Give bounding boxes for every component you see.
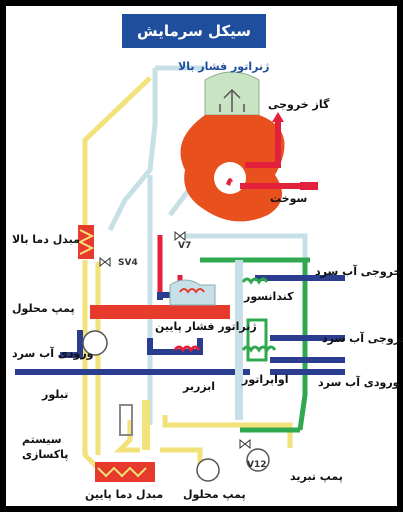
page-title: سیکل سرمایش xyxy=(122,14,266,48)
label-cold-water-inlet-right: ورودی آب سرد xyxy=(318,376,400,389)
label-cold-water-outlet-right: خروجی آب سرد xyxy=(322,332,403,345)
hx-high-body xyxy=(78,225,94,259)
exhaust-arrow-icon xyxy=(272,112,284,122)
label-condenser: کندانسور xyxy=(244,290,294,303)
light-line-v7 xyxy=(180,233,308,260)
light-line-left-diag xyxy=(107,68,158,232)
flame-icon xyxy=(226,178,234,186)
lp-gen-box xyxy=(90,305,230,319)
absorber-tube xyxy=(147,338,203,355)
lp-gen-coil xyxy=(179,288,205,294)
label-high-temp-exchanger: مبدل دما بالا xyxy=(12,233,80,246)
yellow-line-purge xyxy=(113,420,140,453)
valve-sv4-icon xyxy=(99,256,111,268)
condenser-coil xyxy=(241,277,269,285)
label-exhaust-gas: گاز خروجی xyxy=(268,98,330,111)
pumps xyxy=(82,330,270,482)
yellow-line-upper xyxy=(82,76,152,225)
exhaust-pipe xyxy=(245,118,281,168)
label-crystallizer: تبلور xyxy=(42,388,69,401)
refrigerant-pump-icon xyxy=(246,448,270,472)
label-refrigerant-pump: پمپ تبرید xyxy=(290,470,343,483)
label-fuel: سوخت xyxy=(270,192,308,205)
high-temp-exchanger xyxy=(77,225,95,259)
absorber-coil xyxy=(173,345,201,353)
label-absorber: ابزربر xyxy=(183,380,216,393)
cold-in-left-pipe xyxy=(60,330,83,358)
purge-system xyxy=(119,400,150,450)
evap-pipe xyxy=(246,318,268,362)
purge-line xyxy=(142,400,150,450)
solution-pump-top-icon xyxy=(82,330,108,356)
partition-line xyxy=(235,260,243,420)
yellow-line-bottom xyxy=(162,415,293,448)
label-lp-generator: ژنراتور فشار پایین xyxy=(155,320,257,333)
label-hp-generator: ژنراتور فشار بالا xyxy=(178,60,270,73)
label-valve-v7: V7 xyxy=(178,241,192,251)
dome-arrows xyxy=(219,88,245,112)
label-cold-water-outlet-top: خروجی آب سرد xyxy=(315,265,402,278)
yellow-line-pump xyxy=(160,447,203,465)
lp-gen-dome xyxy=(169,279,216,306)
lp-generator-tank xyxy=(90,279,230,319)
valves xyxy=(99,230,251,450)
label-low-temp-exchanger: مبدل دما پایین xyxy=(85,488,164,501)
label-solution-pump-bottom: پمپ محلول xyxy=(183,488,246,501)
valve-v12-icon xyxy=(239,438,251,450)
label-evaporator: اواپراتور xyxy=(242,373,289,386)
label-cold-water-inlet-left: ورودی آب سرد xyxy=(12,347,94,360)
blue-pipes xyxy=(15,275,345,375)
label-purge-system-1: سیستم xyxy=(22,433,62,446)
light-lines xyxy=(107,65,308,425)
label-valve-sv4: SV4 xyxy=(118,258,138,268)
condenser-evaporator xyxy=(173,260,277,420)
solution-pump-bottom-icon xyxy=(196,458,220,482)
hx-low-zigzag xyxy=(97,466,147,478)
label-purge-system-2: پاکسازی xyxy=(22,448,69,461)
low-temp-exchanger xyxy=(95,462,155,482)
hp-generator-shape xyxy=(180,71,285,222)
hx-high-zigzag xyxy=(77,229,95,255)
green-right xyxy=(297,262,308,431)
label-valve-v12: V12 xyxy=(247,460,267,470)
label-solution-pump-top: پمپ محلول xyxy=(12,302,75,315)
purge-tank xyxy=(119,404,133,436)
green-lines xyxy=(200,257,310,433)
fuel-inlet xyxy=(300,182,318,190)
exhaust-and-fuel xyxy=(240,118,300,189)
valve-v7-icon xyxy=(174,230,186,242)
